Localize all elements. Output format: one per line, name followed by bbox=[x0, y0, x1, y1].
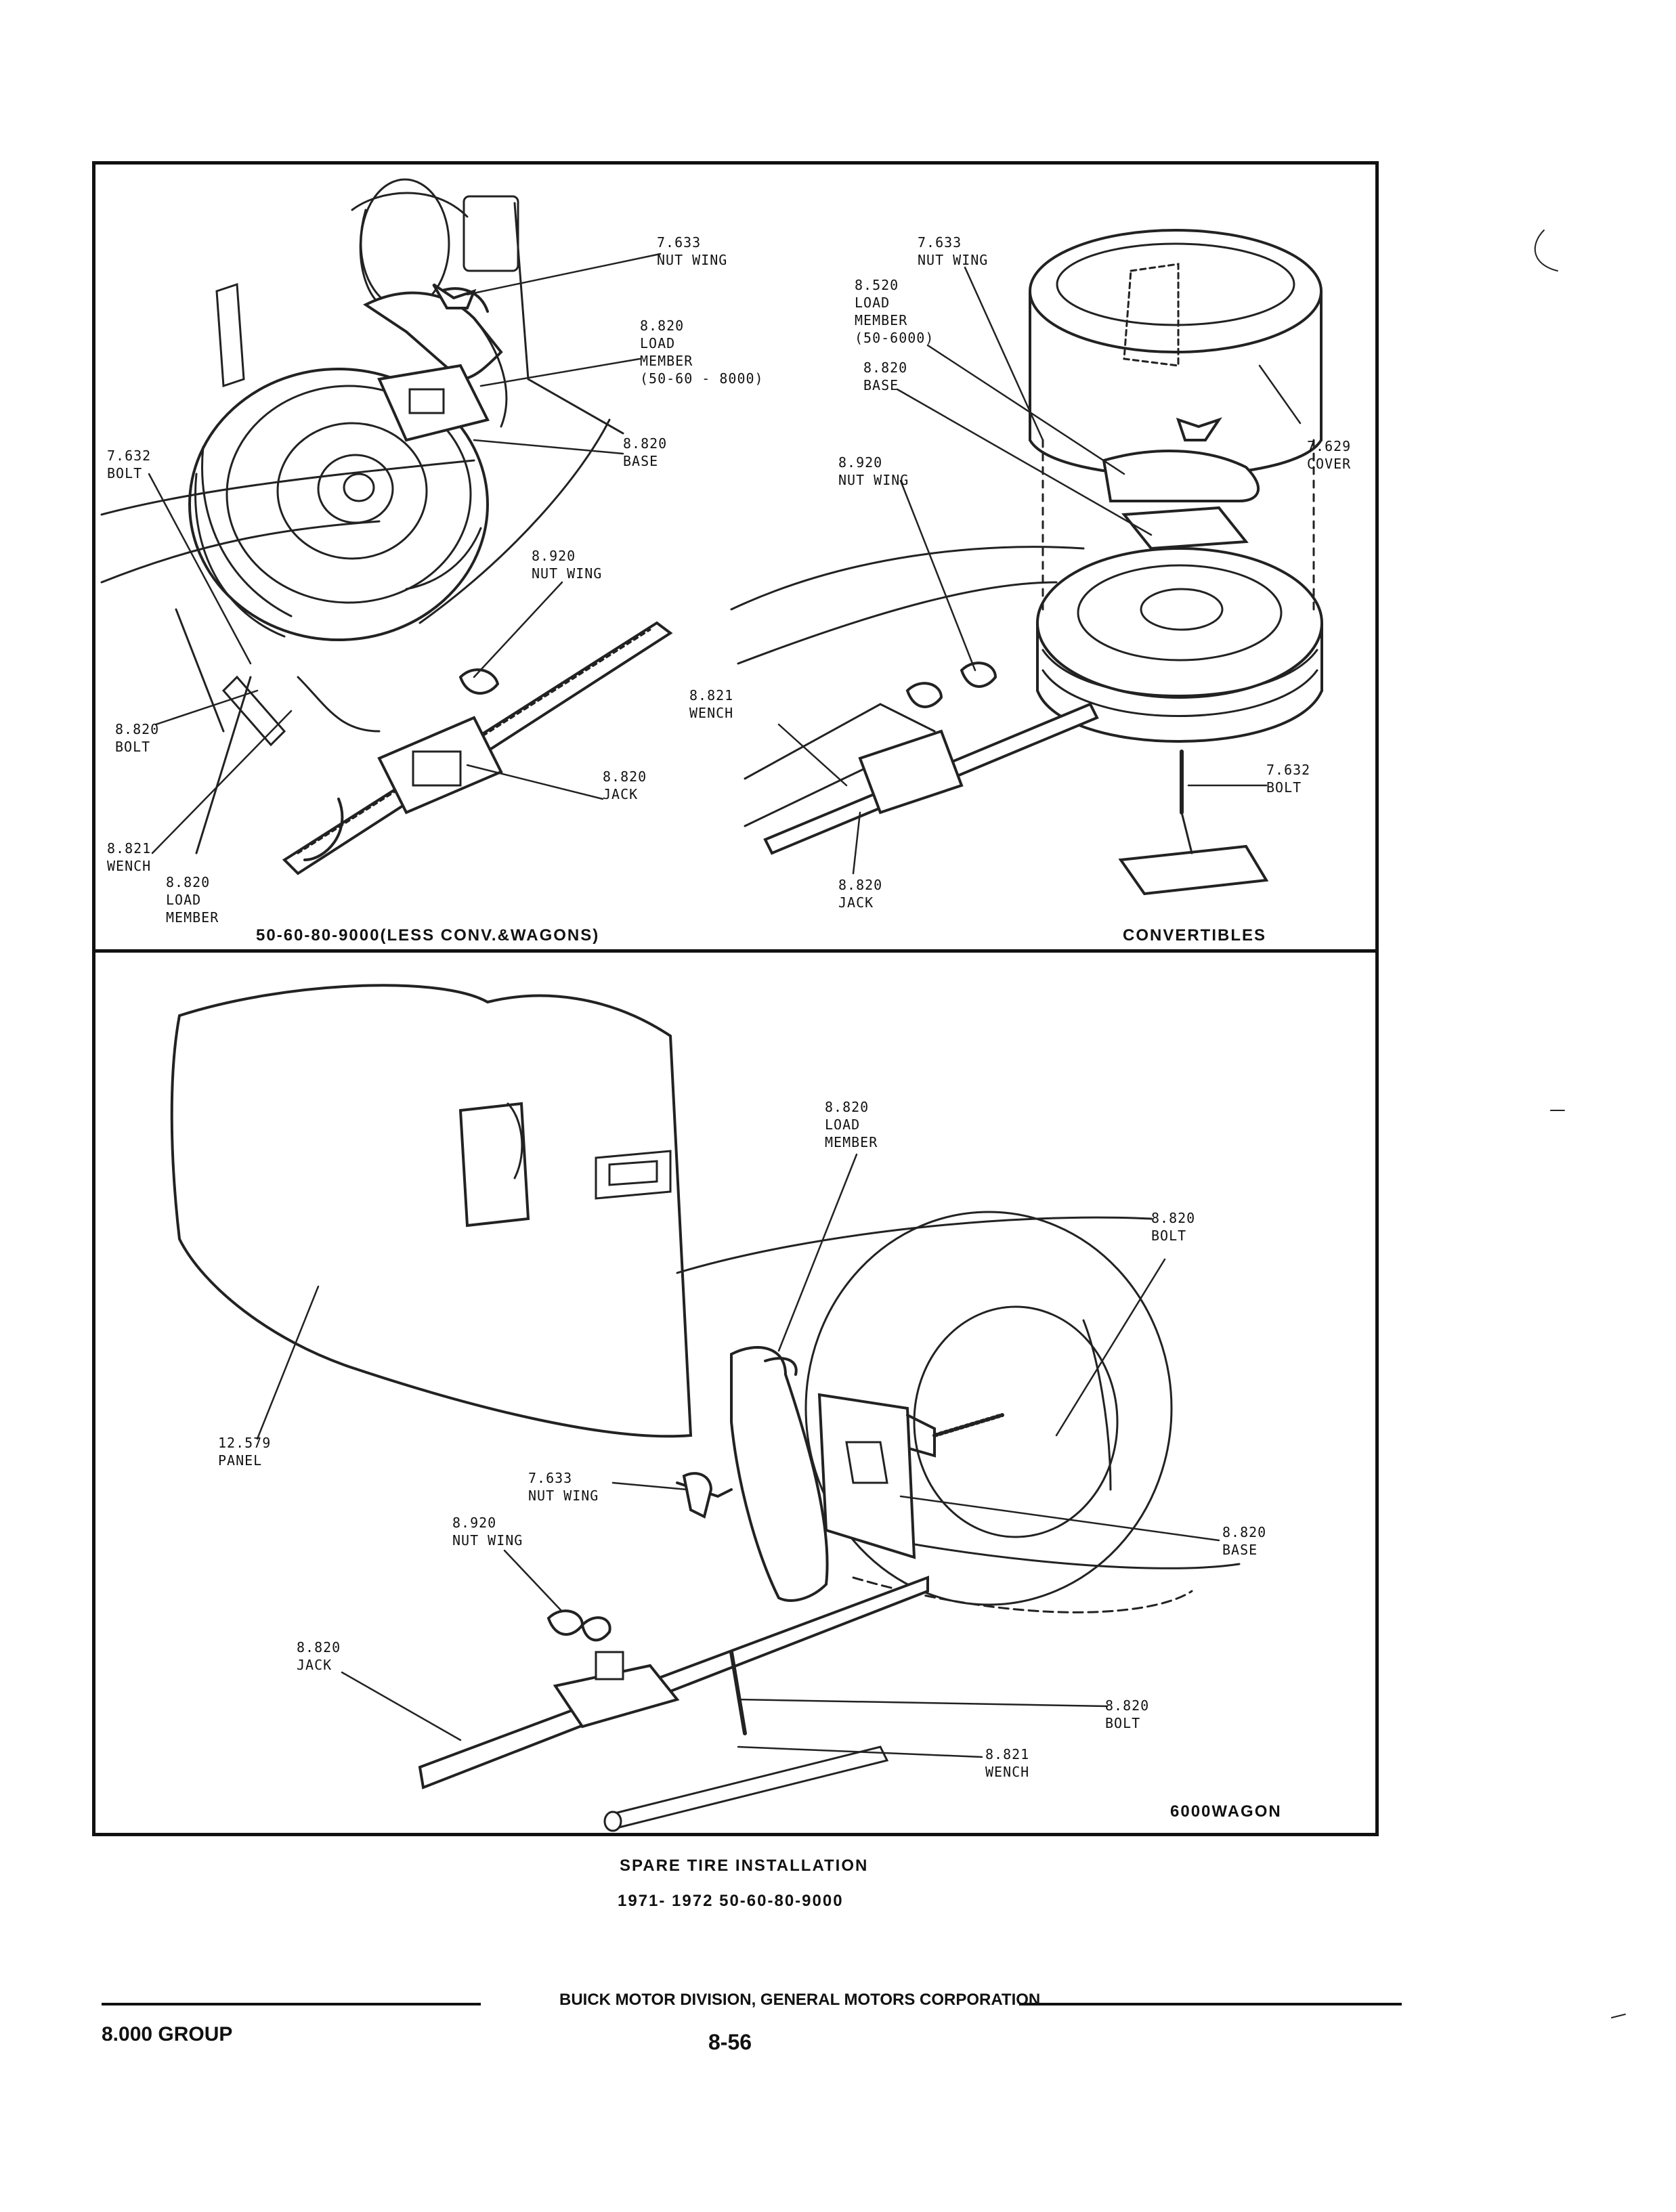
label-bolt-8820-top-b: 8.820 BOLT bbox=[1151, 1210, 1196, 1244]
label-load-member-8820-tl: 8.820 LOAD MEMBER (50-60 - 8000) bbox=[640, 318, 764, 387]
label-jack-8820-tl: 8.820 JACK bbox=[603, 768, 647, 802]
label-jack-8820-tr: 8.820 JACK bbox=[838, 877, 883, 911]
load-member-bottom bbox=[676, 1346, 829, 1602]
leader-lines bbox=[148, 253, 1302, 1758]
label-base-8820-tr: 8.820 BASE bbox=[863, 360, 908, 393]
label-wench-8821-tl: 8.821 WENCH bbox=[107, 840, 152, 874]
label-bolt-8820-tl: 8.820 BOLT bbox=[115, 721, 160, 755]
caption-bottom: 6000WAGON bbox=[1170, 1802, 1282, 1821]
top-right-drawing bbox=[730, 229, 1323, 896]
label-bolt-7632-tr: 7.632 BOLT bbox=[1266, 762, 1311, 796]
caption-top-right: CONVERTIBLES bbox=[1123, 926, 1267, 945]
label-panel-12579-b: 12.579 PANEL bbox=[218, 1435, 272, 1469]
spare-tire-top-right bbox=[1036, 547, 1323, 743]
label-bolt-8820-bottom-b: 8.820 BOLT bbox=[1105, 1697, 1150, 1731]
top-left-drawing bbox=[100, 178, 673, 875]
label-base-8820-b: 8.820 BASE bbox=[1222, 1524, 1267, 1558]
figure-frame bbox=[92, 161, 1379, 1836]
spare-tire-top-left bbox=[188, 368, 489, 641]
label-wench-8821-b: 8.821 WENCH bbox=[985, 1746, 1030, 1780]
footer-rule-right bbox=[1019, 2003, 1402, 2005]
label-nut-wing-8920-b: 8.920 NUT WING bbox=[452, 1515, 523, 1548]
footer-group: 8.000 GROUP bbox=[102, 2023, 233, 2045]
wagon-panel bbox=[170, 984, 693, 1438]
label-wench-8821-tr: 8.821 WENCH bbox=[689, 687, 734, 721]
jack-top-left bbox=[282, 621, 673, 875]
tire-cover bbox=[1029, 229, 1323, 611]
label-load-member-8820b-tl: 8.820 LOAD MEMBER bbox=[166, 874, 219, 926]
label-bolt-7632-tl: 7.632 BOLT bbox=[107, 448, 152, 481]
label-load-member-8520-tr: 8.520 LOAD MEMBER (50-6000) bbox=[855, 277, 934, 346]
footer-company: BUICK MOTOR DIVISION, GENERAL MOTORS COR… bbox=[559, 1991, 1041, 2009]
jack-bottom bbox=[418, 1576, 929, 1832]
figure-title: SPARE TIRE INSTALLATION bbox=[620, 1857, 869, 1875]
label-base-8820-tl: 8.820 BASE bbox=[623, 435, 668, 469]
base-bottom bbox=[817, 1393, 1004, 1559]
load-member-top-left bbox=[363, 287, 508, 442]
figure-subtitle: 1971- 1972 50-60-80-9000 bbox=[618, 1892, 844, 1910]
footer-rule-left bbox=[102, 2003, 481, 2005]
caption-top-left: 50-60-80-9000(LESS CONV.&WAGONS) bbox=[256, 926, 600, 945]
label-jack-8820-b: 8.820 JACK bbox=[297, 1639, 341, 1673]
label-cover-7629-tr: 7.629 COVER bbox=[1307, 438, 1352, 472]
label-nut-wing-7633-tl: 7.633 NUT WING bbox=[657, 234, 728, 268]
label-nut-wing-7633-tr: 7.633 NUT WING bbox=[918, 234, 989, 268]
label-load-member-8820-b: 8.820 LOAD MEMBER bbox=[825, 1099, 878, 1150]
label-nut-wing-8920-tl: 8.920 NUT WING bbox=[532, 548, 603, 582]
bottom-drawing bbox=[170, 984, 1241, 1832]
panel-divider bbox=[92, 949, 1379, 953]
label-nut-wing-8920-tr: 8.920 NUT WING bbox=[838, 454, 909, 488]
label-nut-wing-7633-b: 7.633 NUT WING bbox=[528, 1470, 599, 1504]
footer-page-number: 8-56 bbox=[708, 2030, 752, 2054]
